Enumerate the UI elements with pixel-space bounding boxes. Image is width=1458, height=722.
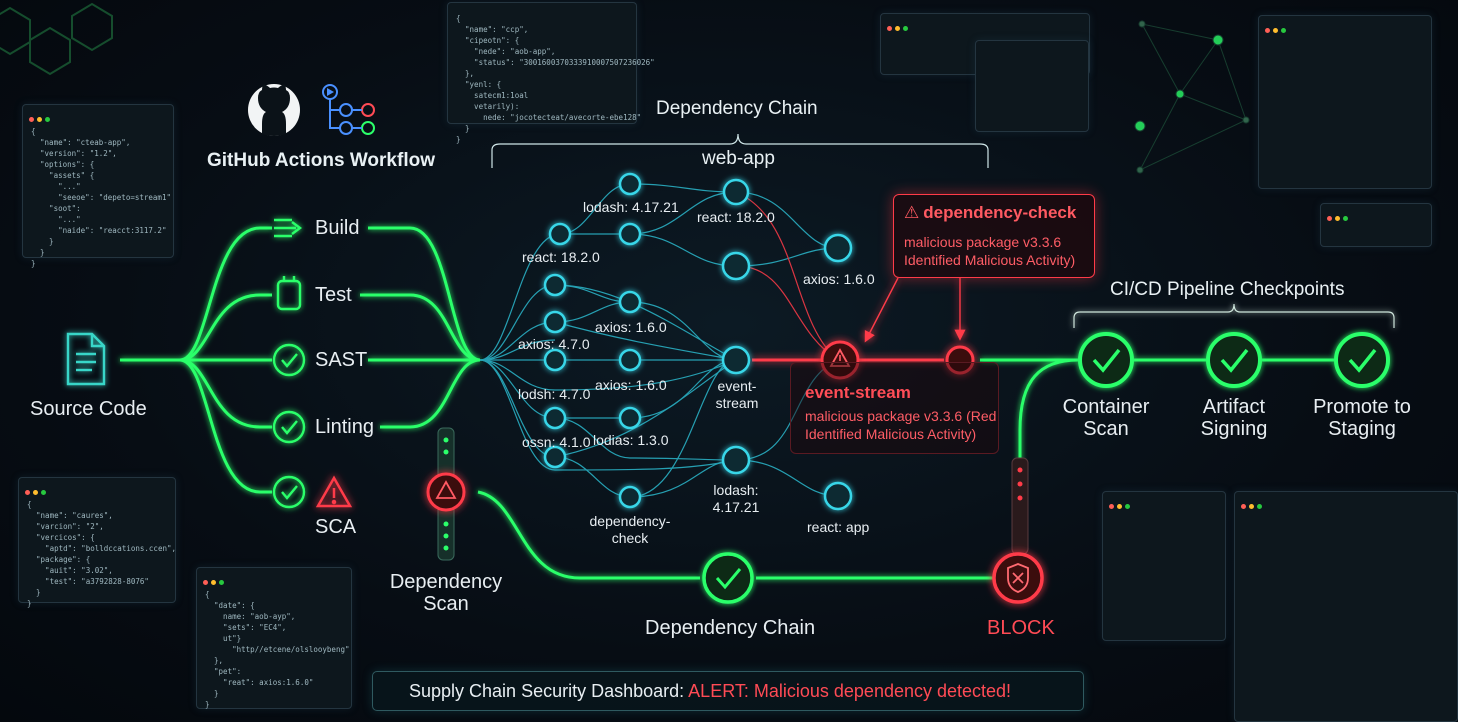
code-text: { "name": "cteab-app", "version": "1.2",… [31,127,171,268]
checkpoint-line1: Container [1062,396,1150,418]
checkpoint-icons [1078,332,1390,388]
security-dashboard-status-bar[interactable]: Supply Chain Security Dashboard: ALERT: … [372,671,1084,711]
code-panel-top-center: { "name": "ccp", "cipeotn": { "nede": "a… [447,2,655,144]
ui-panel-bottom-right-a [1102,491,1226,641]
checkpoints-title: CI/CD Pipeline Checkpoints [1110,279,1345,300]
dependency-scan-line1: Dependency [389,571,503,593]
checkpoint-artifact-signing[interactable]: Artifact Signing [1174,396,1294,440]
source-code-label: Source Code [30,398,147,420]
ui-panel-right-b [1320,203,1432,247]
chain-brace [491,133,989,168]
pkg-ossn: ossn: 4.1.0 [522,434,591,450]
status-text: Supply Chain Security Dashboard: ALERT: … [409,681,1011,702]
checkpoint-line1: Promote to [1313,396,1411,418]
chain-root-label: web-app [702,148,775,169]
sca-warning-icon [315,475,353,508]
package-nodes [543,172,853,511]
checkpoint-line2: Staging [1328,418,1396,440]
alert-line1: malicious package v3.3.6 [904,234,1062,250]
alert-nodes [426,340,1044,604]
pkg-axios-mid2: axios: 1.6.0 [595,377,667,393]
stage-icons [272,218,306,509]
code-panel-left-top: { "name": "cteab-app", "version": "1.2",… [22,104,174,268]
pkg-axios-mid: axios: 1.6.0 [595,319,667,335]
code-text: { "name": "ccp", "cipeotn": { "nede": "a… [456,14,655,144]
build-stage-links [120,226,1395,580]
pkg-dependency-check-line2: check [611,530,649,546]
dependency-scan-label: Dependency Scan [386,571,506,615]
ui-panel-right-a [1258,15,1432,189]
pkg-lodash-top: lodash: 4.17.21 [583,199,679,215]
status-alert: ALERT: Malicious dependency detected! [688,681,1012,701]
pkg-lodsh: lodsh: 4.7.0 [518,386,591,402]
dependency-check-alert[interactable]: ⚠dependency-check malicious package v3.3… [893,194,1095,278]
malicious-path [752,277,966,362]
github-logo-icon [248,84,300,136]
dependency-scan-line2: Scan [423,593,469,615]
stage-linting-label: Linting [315,416,374,438]
checkpoint-container-scan[interactable]: Container Scan [1046,396,1166,440]
alert-title: ⚠dependency-check [904,203,1076,223]
pkg-event-stream: event- stream [706,378,768,412]
stage-test-label: Test [315,284,352,306]
pkg-react-left: react: 18.2.0 [522,249,600,265]
checkpoint-promote-staging[interactable]: Promote to Staging [1302,396,1422,440]
code-panel-bottom-center: { "date": { name: "aob-ayp", "sets": "EC… [196,567,352,709]
event-stream-title: event-stream [805,383,911,402]
warning-icon: ⚠ [904,203,920,222]
pkg-lodash-low-line1: lodash: [713,482,759,498]
event-stream-line2: Identified Malicious Activity) [805,426,977,442]
block-label: BLOCK [987,617,1055,639]
code-panel-left-bottom: { "name": "caures", "varcion": "2", "ver… [18,477,176,608]
alert-title-text: dependency-check [923,203,1077,222]
pkg-dependency-check: dependency- check [584,513,676,547]
ui-panel-top-right-b [975,40,1089,132]
dependency-graph-edges [479,183,839,498]
workflow-title: GitHub Actions Workflow [207,150,435,171]
stage-sca-label: SCA [315,516,357,538]
code-text: { "name": "caures", "varcion": "2", "ver… [27,500,177,608]
alert-line2: Identified Malicious Activity) [904,252,1076,268]
status-prefix: Supply Chain Security Dashboard: [409,681,689,701]
workflow-icon [322,84,375,135]
pkg-event-stream-line1: event- [717,378,757,394]
dependency-chain-check-icon [702,552,754,604]
pkg-dependency-check-line1: dependency- [589,513,671,529]
pkg-axios-right: axios: 1.6.0 [803,271,875,287]
code-text: { "date": { name: "aob-ayp", "sets": "EC… [205,590,350,709]
pkg-lodash-low: lodash: 4.17.21 [704,482,768,516]
checkpoint-line2: Scan [1083,418,1129,440]
network-decoration-right [1134,20,1250,174]
source-code-icon [66,332,106,386]
ui-panel-bottom-right-b [1234,491,1458,722]
stage-build-label: Build [315,217,360,239]
pkg-event-stream-line2: stream [715,395,759,411]
stage-sast-label: SAST [315,349,368,371]
dependency-chain-label: Dependency Chain [645,617,816,639]
pkg-react-top: react: 18.2.0 [697,209,775,225]
chain-title: Dependency Chain [656,98,818,119]
pkg-axios-left: axios: 4.7.0 [518,336,590,352]
checkpoint-line1: Artifact [1202,396,1266,418]
hex-decoration [0,2,113,76]
pkg-react-app: react: app [807,519,870,535]
alert-description: malicious package v3.3.6 Identified Mali… [904,233,1075,269]
checkpoint-line2: Signing [1200,418,1268,440]
event-stream-description: malicious package v3.3.6 (Red Identified… [805,407,996,443]
event-stream-alert[interactable]: event-stream malicious package v3.3.6 (R… [790,362,999,454]
pkg-lodash-low-line2: 4.17.21 [712,499,760,515]
event-stream-line1: malicious package v3.3.6 (Red [805,408,997,424]
pkg-lodias: lodias: 1.3.0 [593,432,669,448]
